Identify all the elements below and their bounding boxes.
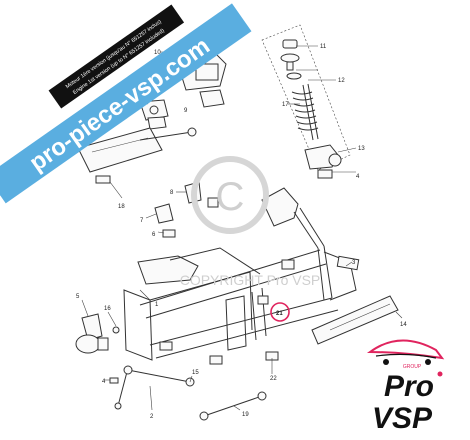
callout-12: 12 bbox=[338, 78, 345, 84]
callout-5: 5 bbox=[76, 294, 80, 300]
callout-7: 7 bbox=[140, 218, 144, 224]
provsp-logo: GROUP Pro VSP bbox=[366, 339, 445, 435]
callout-10: 10 bbox=[154, 50, 161, 56]
logo-line-2: VSP bbox=[372, 402, 433, 435]
banner-band bbox=[0, 3, 252, 204]
copyright-text: COPYRIGHT Pro VSP bbox=[180, 272, 321, 288]
left-engine-mount bbox=[75, 299, 120, 354]
shock-absorber-assembly bbox=[261, 24, 357, 179]
callout-17: 17 bbox=[282, 102, 289, 108]
highlight-circle-21 bbox=[270, 302, 290, 322]
logo-line-1: Pro bbox=[384, 370, 434, 403]
small-brackets bbox=[145, 181, 219, 238]
chassis-frame bbox=[123, 187, 403, 374]
callout-13: 13 bbox=[358, 146, 365, 152]
callout-4-upper: 4 bbox=[356, 174, 360, 180]
callout-3: 3 bbox=[352, 260, 356, 266]
engine-brackets bbox=[133, 51, 227, 130]
callout-11: 11 bbox=[320, 44, 327, 50]
callout-18: 18 bbox=[118, 204, 125, 210]
car-icon bbox=[366, 339, 445, 365]
support-plate bbox=[77, 127, 197, 199]
svg-text:C: C bbox=[216, 175, 245, 219]
callout-22: 22 bbox=[270, 376, 277, 382]
logo-group: GROUP bbox=[403, 364, 422, 370]
callout-19: 19 bbox=[242, 412, 249, 418]
callout-15: 15 bbox=[192, 370, 199, 376]
lower-rods bbox=[104, 365, 267, 421]
callout-6: 6 bbox=[152, 232, 156, 238]
callout-4-lower: 4 bbox=[102, 379, 106, 385]
callout-14: 14 bbox=[400, 322, 407, 328]
callout-8: 8 bbox=[170, 190, 174, 196]
callout-1: 1 bbox=[155, 302, 159, 308]
callout-21: 21 bbox=[276, 311, 283, 317]
callout-16: 16 bbox=[104, 306, 111, 312]
callout-2: 2 bbox=[150, 414, 154, 420]
callout-9: 9 bbox=[184, 108, 188, 114]
copyright-watermark: C COPYRIGHT Pro VSP bbox=[180, 156, 321, 288]
